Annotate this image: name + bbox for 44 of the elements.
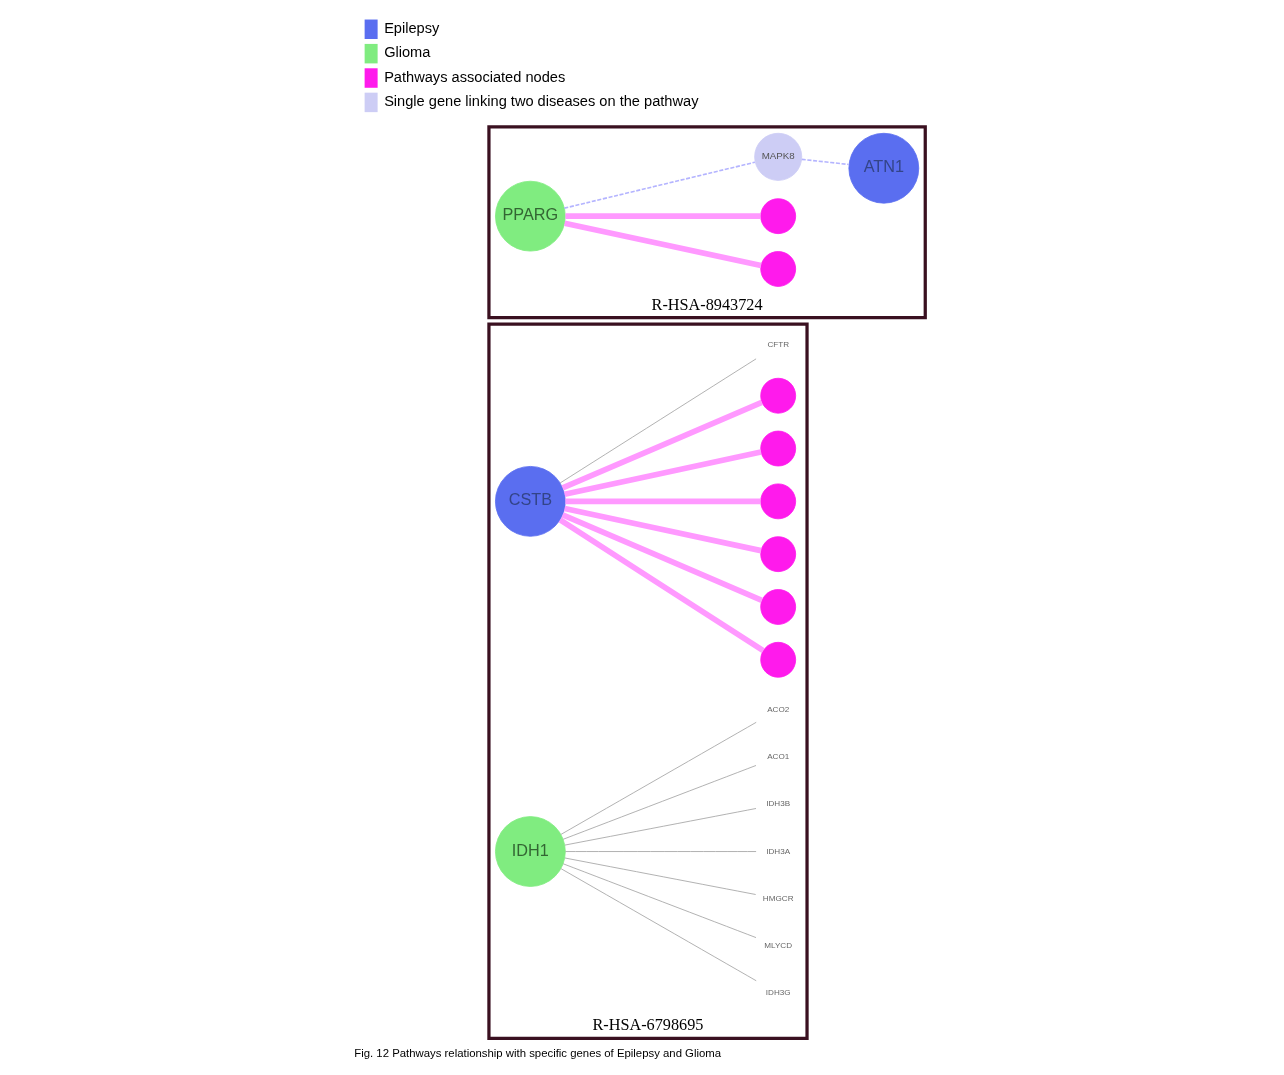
node-circle xyxy=(759,198,796,235)
node-text: IDH3B xyxy=(765,799,790,809)
node-circle xyxy=(759,377,796,414)
node-text: ACO1 xyxy=(766,752,789,762)
connector xyxy=(558,517,765,654)
connector xyxy=(564,213,760,219)
node-circle: MAPK8 xyxy=(753,132,802,181)
node-circle xyxy=(759,430,796,467)
legend-label: Epilepsy xyxy=(383,19,439,36)
connector xyxy=(559,721,757,835)
connector xyxy=(563,161,756,209)
node-circle xyxy=(759,536,796,573)
node-circle: IDH1 xyxy=(494,816,566,887)
connector xyxy=(559,868,757,982)
connector xyxy=(561,512,763,603)
connector xyxy=(564,851,756,852)
connector xyxy=(564,498,760,505)
connector xyxy=(564,808,756,846)
node-text: IDH3A xyxy=(765,846,790,856)
connector xyxy=(562,765,756,840)
connector xyxy=(563,505,762,554)
node-text: CFTR xyxy=(766,340,789,350)
caption: Fig. 12 Pathways relationship with specific genes of Epilepsy and Glioma xyxy=(353,1047,721,1060)
node-text: ACO2 xyxy=(766,705,789,715)
node-circle xyxy=(759,589,796,625)
node-circle: ATN1 xyxy=(847,132,919,204)
node-circle xyxy=(759,483,796,520)
node-text: MLYCD xyxy=(763,940,792,950)
connector xyxy=(561,399,763,491)
connector xyxy=(564,857,756,895)
connector xyxy=(562,863,756,938)
connector xyxy=(559,358,756,484)
node-circle xyxy=(759,251,796,287)
connector xyxy=(563,220,762,269)
node-circle: PPARG xyxy=(494,180,566,252)
node-circle: CSTB xyxy=(494,466,566,537)
connector xyxy=(800,158,850,166)
node-text: IDH3G xyxy=(765,987,791,997)
node-text: HMGCR xyxy=(762,893,794,903)
connector xyxy=(563,449,762,497)
legend-label: Single gene linking two diseases on the pathway xyxy=(383,92,698,109)
legend-label: Pathways associated nodes xyxy=(383,68,565,85)
legend-label: Glioma xyxy=(383,44,430,61)
node-circle xyxy=(759,641,796,678)
